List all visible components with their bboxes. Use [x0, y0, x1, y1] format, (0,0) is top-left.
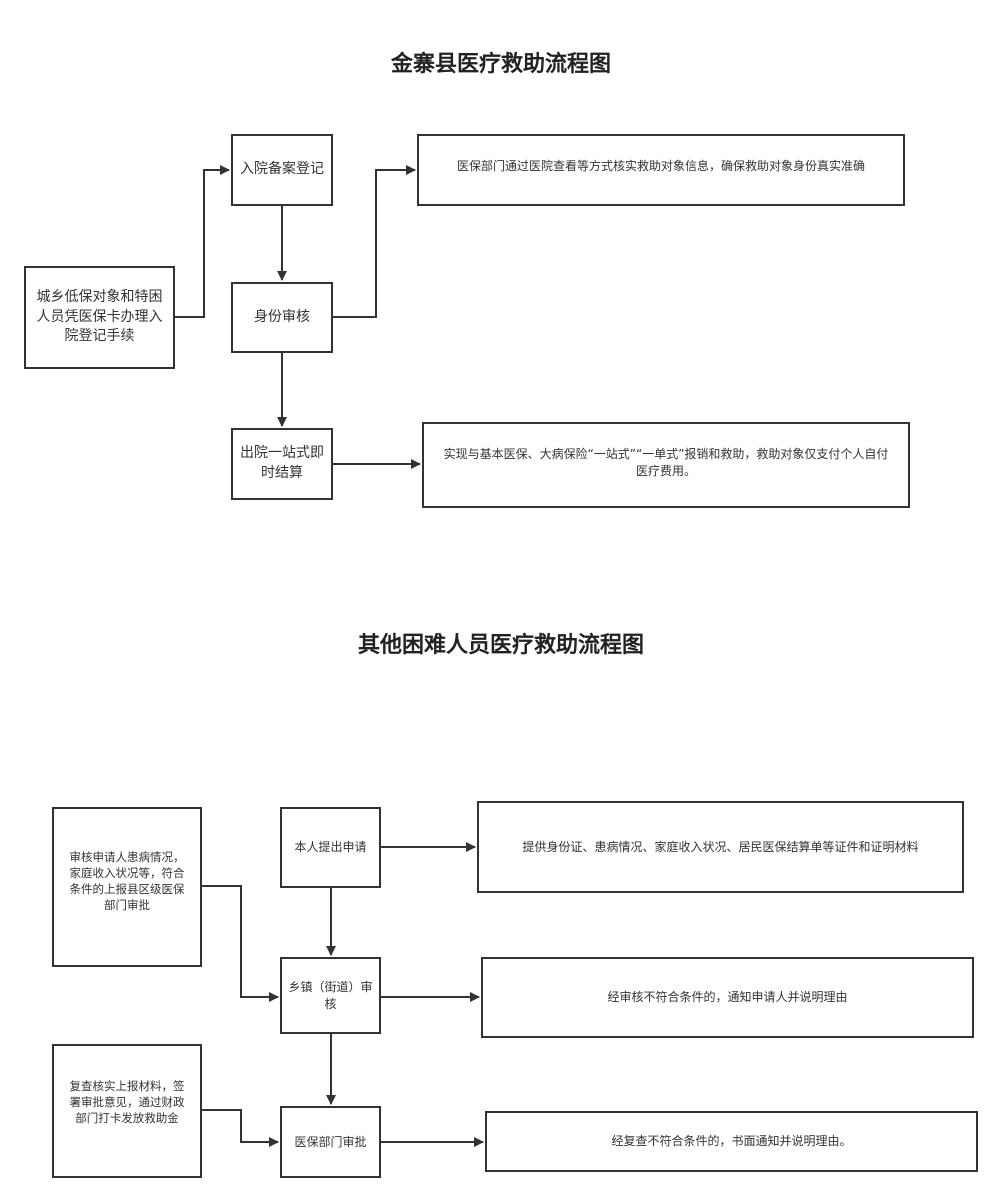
node-verify: 身份审核	[231, 282, 333, 353]
edge-towninfo-town	[202, 885, 279, 1002]
node-settle-note-label: 实现与基本医保、大病保险“一站式”“一单式”报销和救助，救助对象仅支付个人自付医…	[443, 447, 889, 478]
node-town-review-label: 乡镇（街道）审核	[288, 979, 373, 1011]
node-approve-reject: 经复查不符合条件的，书面通知并说明理由。	[485, 1111, 978, 1172]
node-approve-note-label: 复查核实上报材料，签署审批意见，通过财政部门打卡发放救助金	[69, 1079, 185, 1126]
node-self-apply: 本人提出申请	[280, 807, 381, 888]
node-town-review: 乡镇（街道）审核	[280, 957, 381, 1034]
node-apply: 城乡低保对象和特困人员凭医保卡办理入院登记手续	[24, 266, 175, 369]
node-town-note: 审核申请人患病情况，家庭收入状况等，符合条件的上报县区级医保部门审批	[52, 807, 202, 967]
node-approve-note: 复查核实上报材料，签署审批意见，通过财政部门打卡发放救助金	[52, 1044, 202, 1178]
diagram2-title: 其他困难人员医疗救助流程图	[357, 632, 644, 658]
node-town-reject: 经审核不符合条件的，通知申请人并说明理由	[481, 957, 974, 1038]
node-register-label: 入院备案登记	[240, 161, 324, 178]
edge-apply-register	[175, 165, 230, 318]
node-settle: 出院一站式即时结算	[231, 428, 333, 500]
node-town-reject-label: 经审核不符合条件的，通知申请人并说明理由	[607, 990, 848, 1005]
node-approve-reject-label: 经复查不符合条件的，书面通知并说明理由。	[611, 1134, 852, 1149]
node-verify-note: 医保部门通过医院查看等方式核实救助对象信息，确保救助对象身份真实准确	[417, 134, 905, 206]
diagram1-title: 金寨县医疗救助流程图	[390, 51, 611, 77]
node-settle-note: 实现与基本医保、大病保险“一站式”“一单式”报销和救助，救助对象仅支付个人自付医…	[422, 422, 910, 508]
node-apply-note-label: 提供身份证、患病情况、家庭收入状况、居民医保结算单等证件和证明材料	[522, 839, 919, 854]
node-verify-label: 身份审核	[254, 308, 310, 325]
node-apply-note: 提供身份证、患病情况、家庭收入状况、居民医保结算单等证件和证明材料	[477, 801, 964, 893]
node-settle-label: 出院一站式即时结算	[240, 445, 324, 481]
node-register: 入院备案登记	[231, 134, 333, 206]
node-self-apply-label: 本人提出申请	[294, 840, 367, 855]
node-verify-note-label: 医保部门通过医院查看等方式核实救助对象信息，确保救助对象身份真实准确	[456, 159, 865, 173]
node-medical-approve: 医保部门审批	[280, 1106, 381, 1178]
node-town-note-label: 审核申请人患病情况，家庭收入状况等，符合条件的上报县区级医保部门审批	[69, 850, 185, 913]
edge-verify-note	[333, 165, 416, 318]
node-medical-approve-label: 医保部门审批	[294, 1134, 367, 1149]
node-apply-label: 城乡低保对象和特困人员凭医保卡办理入院登记手续	[36, 289, 163, 345]
edge-approveinfo-approve	[202, 1109, 279, 1147]
